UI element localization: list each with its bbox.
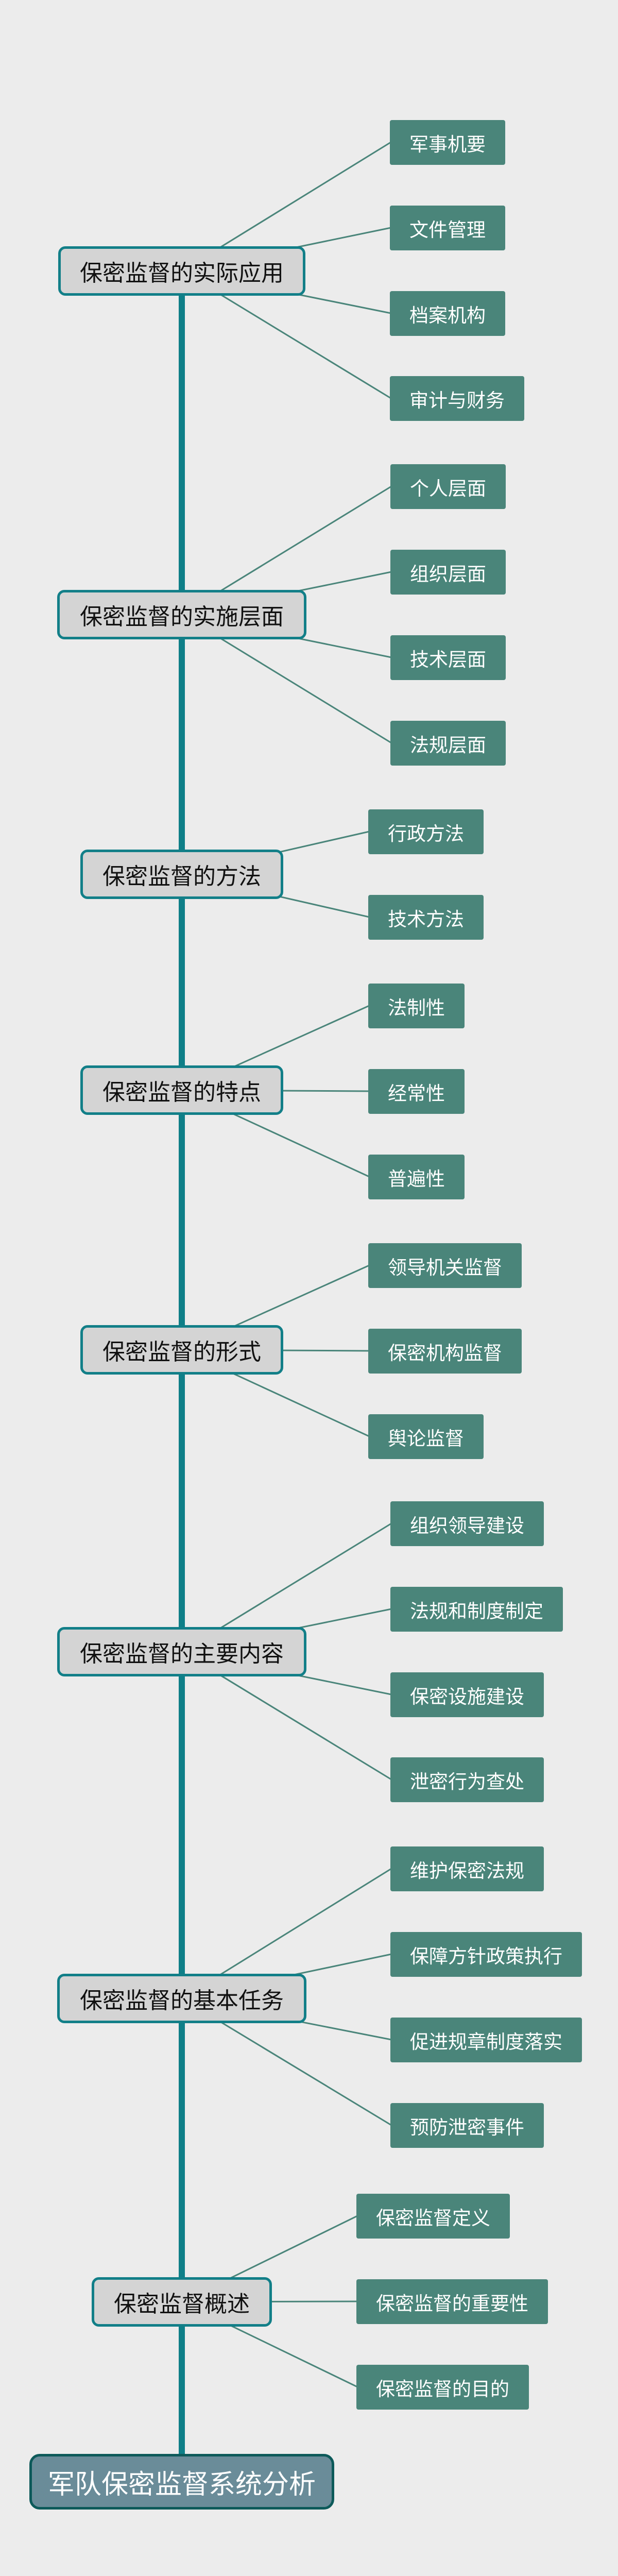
leaf-node[interactable]: 保密设施建设 [390,1672,544,1717]
leaf-node[interactable]: 泄密行为查处 [390,1757,544,1802]
leaf-node[interactable]: 法规和制度制定 [390,1587,563,1632]
branch-node[interactable]: 保密监督的方法 [80,850,283,899]
leaf-node[interactable]: 保密监督的重要性 [356,2279,548,2324]
leaf-node[interactable]: 审计与财务 [390,376,524,421]
leaf-node[interactable]: 保密监督的目的 [356,2365,529,2410]
branch-node[interactable]: 保密监督的实际应用 [58,246,305,296]
root-node[interactable]: 军队保密监督系统分析 [29,2454,334,2510]
branch-node[interactable]: 保密监督概述 [92,2277,272,2327]
leaf-node[interactable]: 法规层面 [390,721,506,766]
mind-map-canvas: 军事机要文件管理档案机构审计与财务 保密监督的实际应用个人层面组织层面技术层面法规… [29,120,582,2510]
leaf-node[interactable]: 组织层面 [390,550,506,595]
leaf-node[interactable]: 文件管理 [390,206,505,250]
leaf-node[interactable]: 保密机构监督 [368,1329,522,1374]
leaf-node[interactable]: 技术层面 [390,635,506,680]
leaf-node[interactable]: 经常性 [368,1069,465,1114]
branch-node[interactable]: 保密监督的形式 [80,1325,283,1375]
leaf-node[interactable]: 个人层面 [390,464,506,509]
leaf-node[interactable]: 普遍性 [368,1155,465,1199]
leaf-node[interactable]: 舆论监督 [368,1414,484,1459]
leaf-node[interactable]: 技术方法 [368,895,484,940]
leaf-node[interactable]: 档案机构 [390,291,505,336]
branch-node[interactable]: 保密监督的主要内容 [57,1627,306,1676]
branch-node[interactable]: 保密监督的基本任务 [57,1974,306,2023]
leaf-node[interactable]: 行政方法 [368,809,484,854]
leaf-node[interactable]: 组织领导建设 [390,1501,544,1546]
branch-node[interactable]: 保密监督的特点 [80,1065,283,1115]
leaf-node[interactable]: 保密监督定义 [356,2194,510,2239]
leaf-node[interactable]: 维护保密法规 [390,1846,544,1891]
leaf-node[interactable]: 保障方针政策执行 [390,1932,582,1977]
leaf-node[interactable]: 领导机关监督 [368,1243,522,1288]
leaf-node[interactable]: 法制性 [368,984,465,1028]
leaf-node[interactable]: 预防泄密事件 [390,2103,544,2148]
branch-node[interactable]: 保密监督的实施层面 [57,590,306,639]
leaf-node[interactable]: 军事机要 [390,120,505,165]
leaf-node[interactable]: 促进规章制度落实 [390,2018,582,2062]
